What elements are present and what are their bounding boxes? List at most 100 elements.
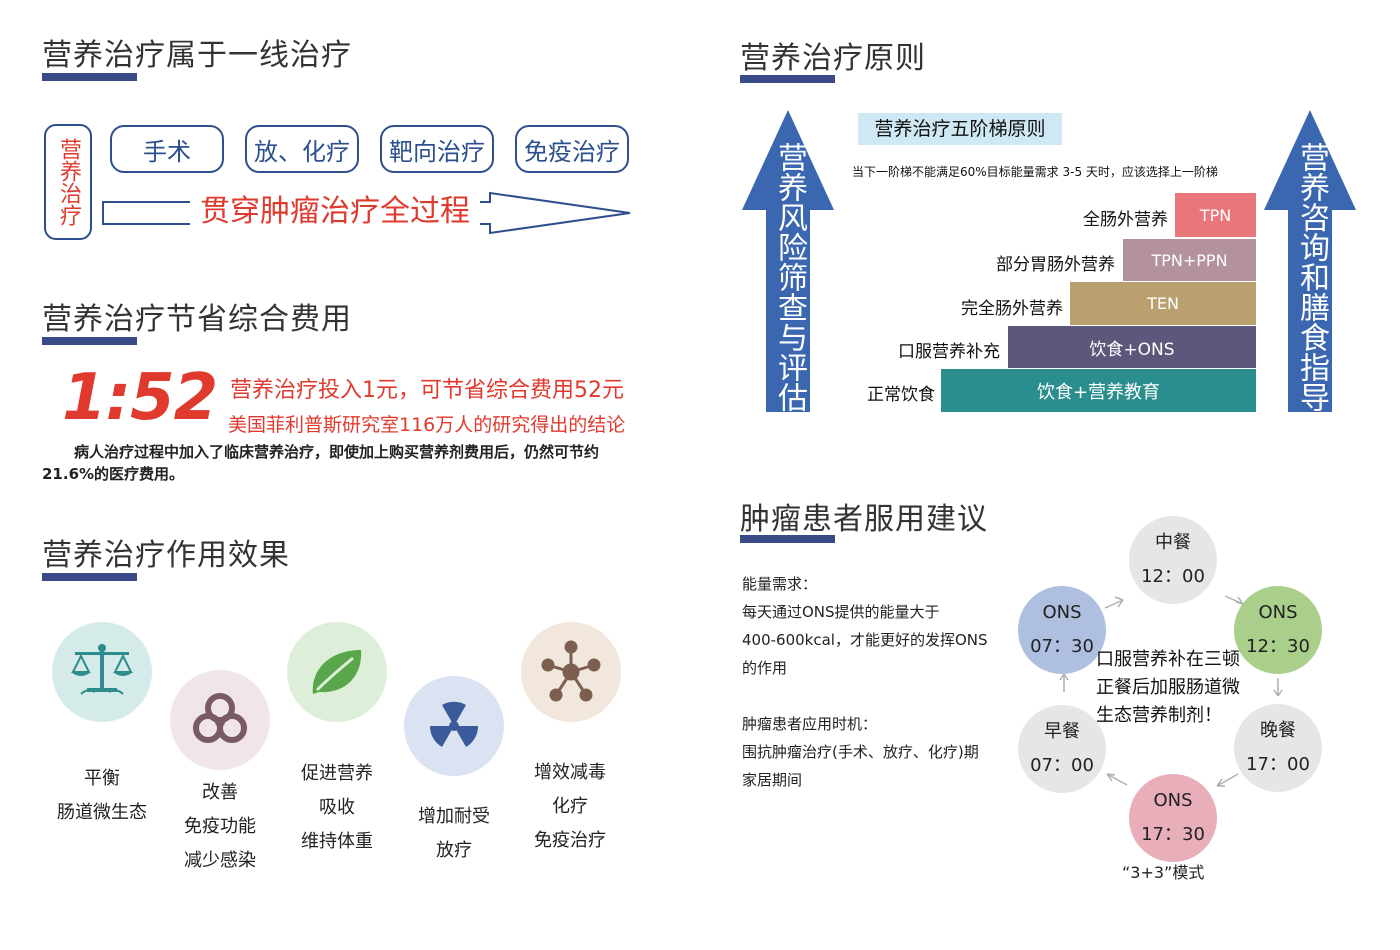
meal-name: 早餐 <box>1044 721 1080 742</box>
effect-circle-radio <box>404 676 504 776</box>
effect-line: 促进营养 <box>301 763 373 784</box>
meal-name: 中餐 <box>1155 532 1191 553</box>
effect-circle-immune <box>170 670 270 770</box>
ladder-step-1: 饮食+营养教育 <box>941 369 1256 412</box>
meal-name: ONS <box>1153 790 1193 811</box>
effect-circle-chemo <box>521 622 621 722</box>
meal-time: 12：00 <box>1141 566 1205 587</box>
mode-label: “3+3”模式 <box>1122 863 1205 882</box>
meal-ons-noon: ONS 12：30 <box>1234 586 1322 674</box>
meal-lunch: 中餐 12：00 <box>1129 516 1217 604</box>
treatment-label: 放、化疗 <box>254 137 350 166</box>
effect-line: 增加耐受 <box>418 806 490 827</box>
meal-name: 晚餐 <box>1260 720 1296 741</box>
ladder-step-2: 饮食+ONS <box>1008 326 1256 368</box>
screening-arrow <box>742 110 834 412</box>
cost-line-2: 美国菲利普斯研究室116万人的研究得出的结论 <box>228 414 626 436</box>
timing-line: 围抗肿瘤治疗(手术、放疗、化疗)期 <box>742 743 979 761</box>
meal-time: 12：30 <box>1246 636 1310 657</box>
ladder-step-4: TPN+PPN <box>1123 239 1256 281</box>
molecule-icon <box>541 640 601 702</box>
timing-line: 家居期间 <box>742 771 803 789</box>
energy-title: 能量需求： <box>742 575 818 593</box>
center-line: 正餐后加服肠道微 <box>1096 677 1240 698</box>
meal-dinner: 晚餐 17：00 <box>1234 704 1322 792</box>
advice-text: 能量需求： 每天通过ONS提供的能量大于 400-600kcal，才能更好的发挥… <box>742 570 1022 794</box>
timing-title: 肿瘤患者应用时机： <box>742 715 878 733</box>
meal-ons-morning: ONS 07：30 <box>1018 586 1106 674</box>
center-line: 口服营养补在三顿 <box>1096 649 1240 670</box>
ladder-step-3: TEN <box>1070 282 1256 325</box>
ladder-step-4-label: 部分胃肠外营养 <box>996 255 1115 275</box>
ladder-step-3-label: 完全肠外营养 <box>961 299 1063 319</box>
energy-line: 每天通过ONS提供的能量大于 <box>742 603 940 621</box>
center-line: 生态营养制剂！ <box>1096 705 1222 726</box>
meal-ons-evening: ONS 17：30 <box>1129 774 1217 862</box>
treatment-box-surgery: 手术 <box>110 125 224 173</box>
title-underline <box>42 337 137 345</box>
energy-line: 的作用 <box>742 659 788 677</box>
section-title-advice: 肿瘤患者服用建议 <box>740 502 988 537</box>
effect-line: 放疗 <box>436 840 472 861</box>
meal-name: ONS <box>1042 602 1082 623</box>
energy-line: 400-600kcal，才能更好的发挥ONS <box>742 631 988 649</box>
meal-time: 07：30 <box>1030 636 1094 657</box>
effect-circle-balance <box>52 622 152 722</box>
treatment-label: 手术 <box>143 137 191 166</box>
ladder-step-2-label: 口服营养补充 <box>898 342 1000 362</box>
ladder-title: 营养治疗五阶梯原则 <box>858 113 1062 145</box>
banner-arrow <box>102 191 631 235</box>
treatment-label: 免疫治疗 <box>524 137 620 166</box>
effect-label-chemo: 增效减毒 化疗 免疫治疗 <box>510 756 630 858</box>
effect-line: 维持体重 <box>301 831 373 852</box>
cost-line-1: 营养治疗投入1元，可节省综合费用52元 <box>230 378 624 403</box>
title-underline <box>42 573 137 581</box>
section-title-cost: 营养治疗节省综合费用 <box>42 302 352 337</box>
biohazard-icon <box>193 693 247 743</box>
effect-line: 肠道微生态 <box>57 802 147 823</box>
effect-label-balance: 平衡 肠道微生态 <box>42 762 162 830</box>
effect-circle-absorb <box>287 622 387 722</box>
effect-line: 平衡 <box>84 768 120 789</box>
screening-arrow-text: 营养风险筛查与评估 <box>772 142 807 412</box>
effect-line: 减少感染 <box>184 850 256 871</box>
title-underline <box>740 535 835 543</box>
effect-line: 免疫功能 <box>184 816 256 837</box>
treatment-box-immuno: 免疫治疗 <box>515 125 629 173</box>
title-underline <box>42 73 137 81</box>
treatment-label: 靶向治疗 <box>389 137 485 166</box>
meal-breakfast: 早餐 07：00 <box>1018 705 1106 793</box>
counseling-arrow <box>1264 110 1356 412</box>
effect-line: 改善 <box>202 782 238 803</box>
nutrition-vertical-box: 营养治疗 <box>44 124 92 240</box>
meal-name: ONS <box>1258 602 1298 623</box>
meal-time: 17：00 <box>1246 754 1310 775</box>
section-title-effects: 营养治疗作用效果 <box>42 538 290 573</box>
effect-label-immune: 改善 免疫功能 减少感染 <box>160 776 280 878</box>
counseling-arrow-text: 营养咨询和膳食指导 <box>1294 142 1329 412</box>
cycle-arrows <box>1059 595 1283 787</box>
radiation-icon <box>429 701 479 747</box>
meal-time: 17：30 <box>1141 824 1205 845</box>
effect-line: 吸收 <box>319 797 355 818</box>
treatment-box-targeted: 靶向治疗 <box>380 125 494 173</box>
ladder-step-5: TPN <box>1175 193 1256 237</box>
center-note: 口服营养补在三顿 正餐后加服肠道微 生态营养制剂！ <box>1096 646 1256 730</box>
section-title-first-line: 营养治疗属于一线治疗 <box>42 38 352 73</box>
effect-label-radio: 增加耐受 放疗 <box>394 800 514 868</box>
effect-line: 免疫治疗 <box>534 830 606 851</box>
cost-paragraph: 病人治疗过程中加入了临床营养治疗，即使加上购买营养剂费用后，仍然可节约21.6%… <box>42 443 600 483</box>
section-title-principles: 营养治疗原则 <box>740 41 926 76</box>
treatment-box-chemo: 放、化疗 <box>245 125 359 173</box>
title-underline <box>740 75 835 83</box>
leaf-icon <box>312 650 362 694</box>
effect-line: 增效减毒 <box>534 762 606 783</box>
ladder-step-5-label: 全肠外营养 <box>1083 210 1168 230</box>
effect-line: 化疗 <box>552 796 588 817</box>
banner-text: 贯穿肿瘤治疗全过程 <box>190 192 480 232</box>
scales-icon <box>71 644 133 695</box>
meal-time: 07：00 <box>1030 755 1094 776</box>
effect-label-absorb: 促进营养 吸收 维持体重 <box>277 757 397 859</box>
ratio-text: 1:52 <box>62 361 218 435</box>
nutrition-vertical-label: 营养治疗 <box>56 138 81 226</box>
